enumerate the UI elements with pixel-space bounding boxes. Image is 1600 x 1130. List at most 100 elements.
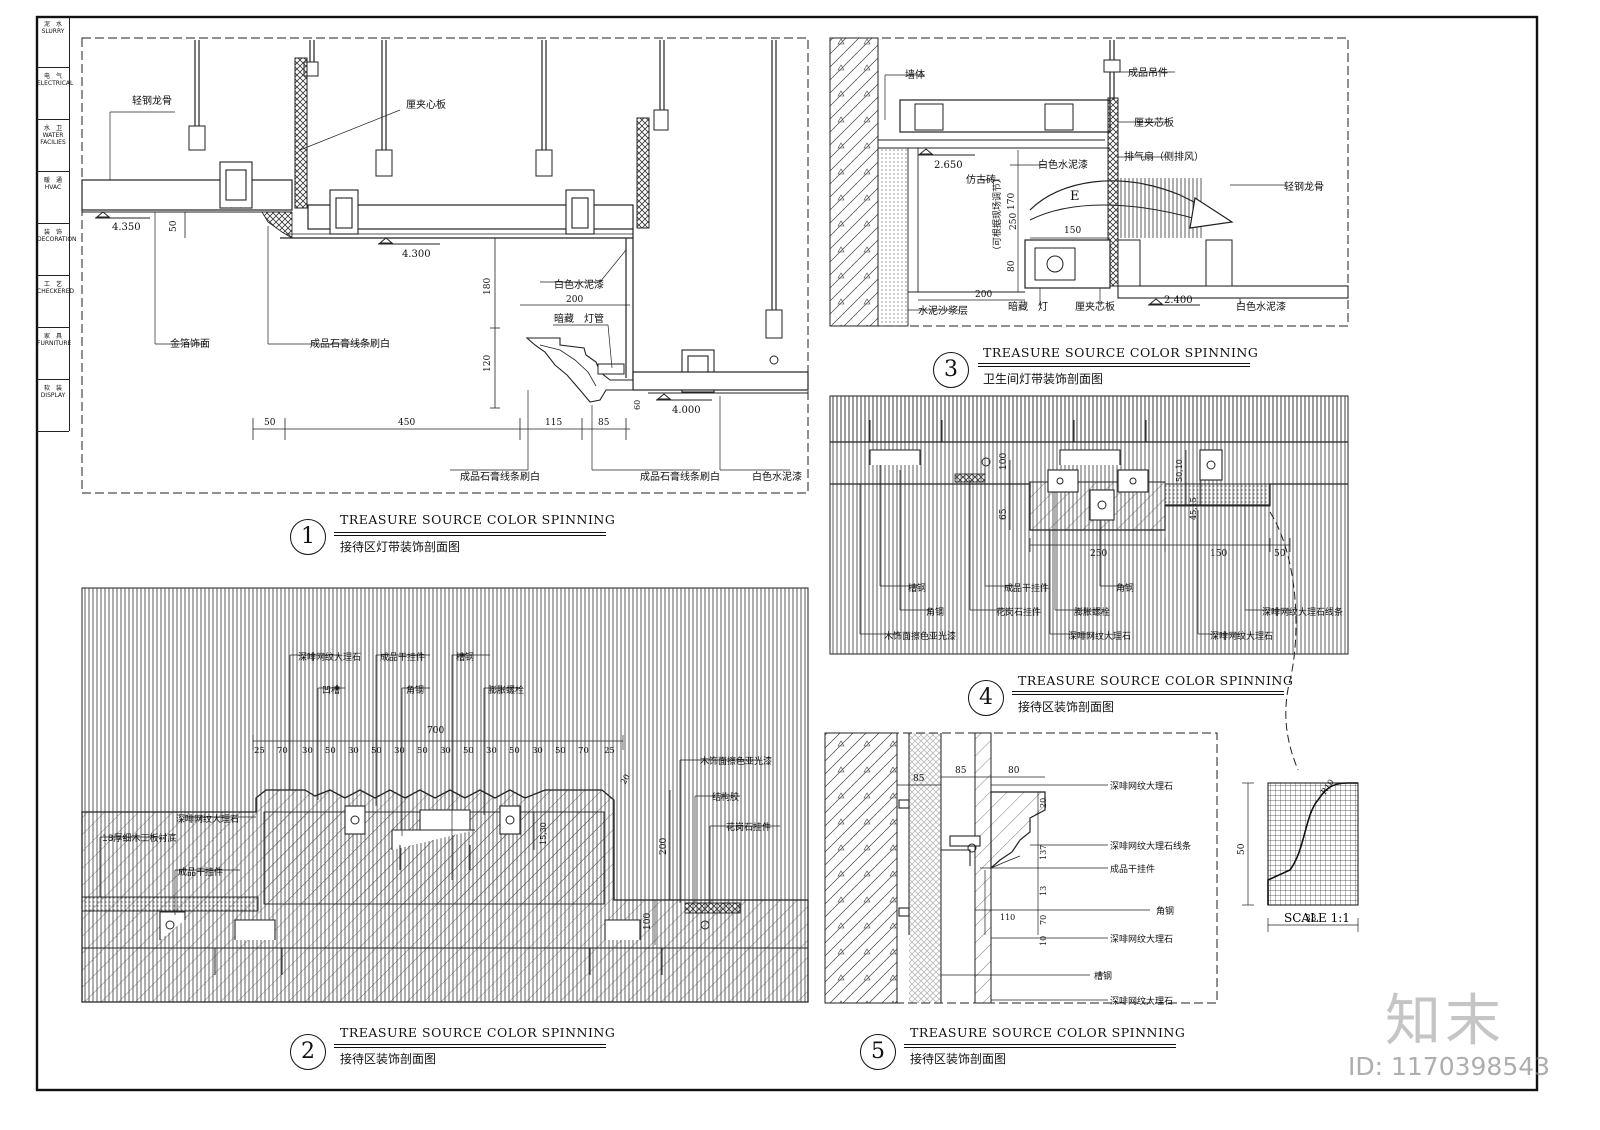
label-led: 暗藏 灯管 (554, 312, 604, 325)
detail-5: 85 85 80 20 137 13 70 10 110 深啡网纹大理石 深啡网… (824, 732, 1218, 1007)
label-d5-f: 槽钢 (1094, 970, 1112, 982)
svg-text:25: 25 (254, 746, 265, 756)
dim-50-d4: 50 (1274, 549, 1286, 559)
caption-4-title-cn: 接待区装饰剖面图 (1018, 700, 1115, 714)
label-plywood: 厘夹心板 (406, 98, 446, 111)
svg-text:70: 70 (277, 746, 288, 756)
svg-text:30: 30 (348, 746, 359, 756)
caption-4-number: 4 (968, 680, 1004, 716)
level-4300: 4.300 (402, 249, 431, 260)
svg-text:50: 50 (509, 746, 520, 756)
dim-250-d4: 250 (1090, 549, 1107, 559)
caption-2-title-cn: 接待区装饰剖面图 (340, 1052, 437, 1066)
label-d5-a: 深啡网纹大理石 (1110, 780, 1173, 792)
dim-80: 80 (1007, 260, 1017, 272)
dim-200-d3: 200 (975, 290, 992, 300)
level-4000: 4.000 (672, 405, 701, 416)
label-wall: 墙体 (905, 68, 925, 81)
dim-250: 250 (1009, 213, 1019, 230)
label-angle-e: 角钢 (406, 684, 424, 696)
label-gypsum-line-3: 成品石膏线条刷白 (640, 470, 720, 483)
level-4350: 4.350 (112, 222, 141, 233)
label-marble-a: 深啡网纹大理石 (298, 651, 361, 663)
label-gypsum-line-2: 成品石膏线条刷白 (460, 470, 540, 483)
caption-4-title-en: TREASURE SOURCE COLOR SPINNING (1018, 673, 1294, 688)
svg-text:50: 50 (371, 746, 382, 756)
caption-1-title-en: TREASURE SOURCE COLOR SPINNING (340, 512, 616, 527)
detail-1: 4.350 4.300 4.000 50 180 200 120 60 50 4… (81, 37, 809, 494)
label-d4-g: 深啡网纹大理石线条 (1262, 606, 1343, 618)
label-keel-d3: 轻钢龙骨 (1284, 180, 1324, 193)
dim-10-d5: 10 (1039, 936, 1048, 946)
dim-200-v: 200 (659, 838, 669, 855)
svg-text:25: 25 (604, 746, 615, 756)
label-granite-l: 花岗石挂件 (726, 821, 771, 833)
label-mortar: 水泥沙浆层 (918, 304, 968, 317)
caption-3-number: 3 (933, 352, 969, 388)
dim-65-d4: 65 (999, 508, 1009, 520)
caption-1-number: 1 (290, 519, 326, 555)
label-groove-d: 凹槽 (322, 684, 340, 696)
label-exhaust: 排气扇（侧排风） (1124, 150, 1204, 163)
detail-2: 700 25 70 30 50 30 50 30 50 30 50 30 50 … (81, 587, 809, 1003)
dim-33-zoom: 33 (1305, 914, 1317, 924)
label-gold-foil: 金箔饰面 (170, 337, 210, 350)
label-d5-d: 角钢 (1156, 905, 1174, 917)
svg-text:30: 30 (302, 746, 313, 756)
label-hanger-i: 成品干挂件 (178, 866, 223, 878)
label-d4-c: 角钢 (1116, 582, 1134, 594)
label-white-paint-2: 白色水泥漆 (752, 470, 802, 483)
dim-70-d5: 70 (1039, 915, 1048, 925)
label-d4-h: 木饰面擦色亚光漆 (884, 630, 956, 642)
label-plywood2-d3: 厘夹芯板 (1075, 300, 1115, 313)
label-bolt-f: 膨胀螺栓 (488, 684, 524, 696)
caption-3-title-en: TREASURE SOURCE COLOR SPINNING (983, 345, 1259, 360)
dim-80-d5: 80 (1008, 766, 1020, 776)
dim-100-v: 100 (643, 913, 653, 930)
dim-120: 120 (483, 355, 493, 372)
label-wood-j: 木饰面擦色亚光漆 (700, 755, 772, 767)
label-white-paint2-d3: 白色水泥漆 (1236, 300, 1286, 313)
dim-85b-d5: 85 (955, 766, 967, 776)
label-board-h: 18厚细木工板衬底 (102, 832, 176, 844)
label-glue-k: 结构胶 (712, 791, 739, 803)
label-d4-d: 角钢 (926, 606, 944, 618)
dim-170: 170 (1007, 193, 1017, 210)
caption-5-title-en: TREASURE SOURCE COLOR SPINNING (910, 1025, 1186, 1040)
sheet-border (35, 15, 1539, 1092)
label-keel: 轻钢龙骨 (132, 94, 172, 107)
svg-text:30: 30 (394, 746, 405, 756)
dim-h85: 85 (598, 418, 610, 428)
label-d5-c: 成品干挂件 (1110, 863, 1155, 875)
label-d4-f: 膨胀螺栓 (1074, 606, 1110, 618)
label-d4-i: 深啡网纹大理石 (1068, 630, 1131, 642)
flow-label: E (1070, 189, 1080, 204)
dim-50-10-d4: 50,10 (1175, 459, 1184, 482)
caption-2-number: 2 (290, 1034, 326, 1070)
svg-text:30: 30 (440, 746, 451, 756)
label-plywood-d3: 厘夹芯板 (1134, 116, 1174, 129)
scale-label: SCALE 1:1 (1284, 911, 1350, 925)
svg-text:70: 70 (578, 746, 589, 756)
dim-50: 50 (169, 220, 179, 232)
dim-110-d5: 110 (1000, 913, 1015, 922)
dim-h50: 50 (264, 418, 276, 428)
svg-text:50: 50 (325, 746, 336, 756)
dim-85a-d5: 85 (913, 774, 925, 784)
caption-1-title-cn: 接待区灯带装饰剖面图 (340, 540, 461, 554)
svg-text:50: 50 (463, 746, 474, 756)
label-d5-b: 深啡网纹大理石线条 (1110, 840, 1191, 852)
label-channel-c: 槽钢 (456, 651, 474, 663)
dim-60: 60 (633, 400, 642, 410)
label-led-d3: 暗藏 灯 (1008, 300, 1048, 313)
dim-137-d5: 137 (1039, 845, 1048, 860)
dim-50-zoom: 50 (1237, 843, 1247, 855)
svg-text:30: 30 (532, 746, 543, 756)
